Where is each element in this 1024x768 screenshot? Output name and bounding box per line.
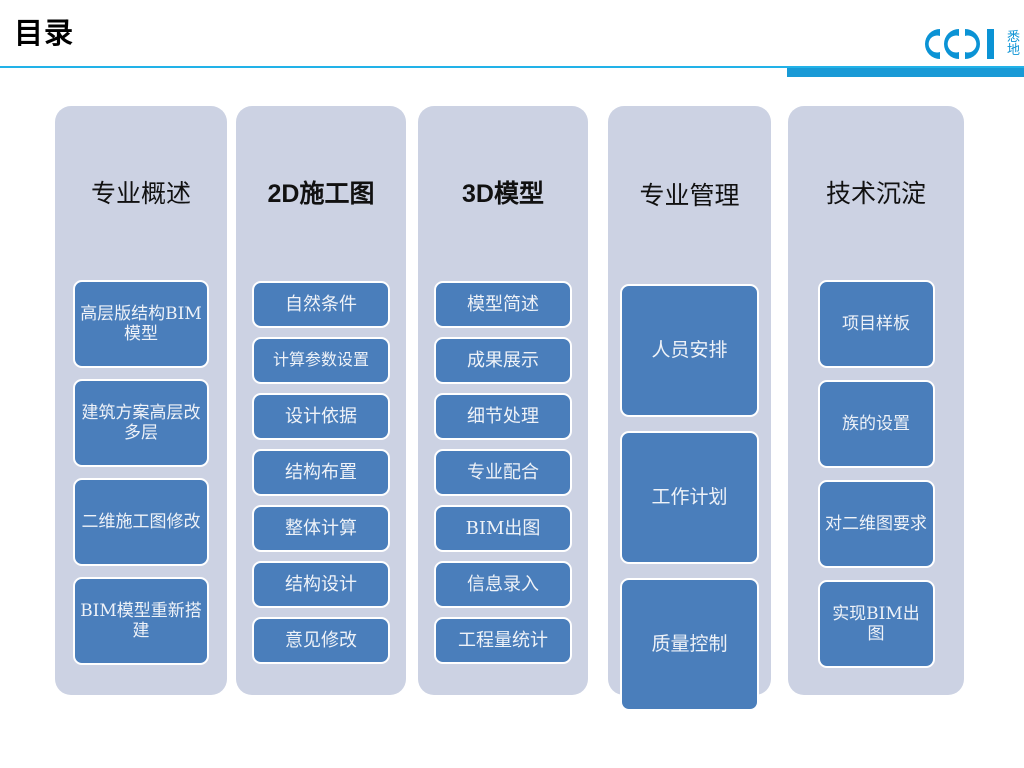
agenda-item[interactable]: 意见修改 <box>252 617 390 664</box>
agenda-column-3d-model: 3D模型 模型简述 成果展示 细节处理 专业配合 BIM出图 信息录入 工程量统… <box>418 106 588 695</box>
agenda-item[interactable]: 族的设置 <box>817 380 935 468</box>
column-items: 人员安排 工作计划 质量控制 <box>608 284 771 711</box>
agenda-column-professional-overview: 专业概述 高层版结构BIM模型 建筑方案高层改多层 二维施工图修改 BIM模型重… <box>55 106 227 695</box>
column-title: 专业管理 <box>639 181 740 210</box>
agenda-item[interactable]: 二维施工图修改 <box>73 478 209 566</box>
agenda-item[interactable]: 质量控制 <box>620 578 759 711</box>
agenda-columns: 专业概述 高层版结构BIM模型 建筑方案高层改多层 二维施工图修改 BIM模型重… <box>0 106 1024 711</box>
agenda-item[interactable]: BIM出图 <box>434 505 572 552</box>
agenda-item[interactable]: 对二维图要求 <box>817 480 935 568</box>
column-title: 2D施工图 <box>267 180 375 208</box>
agenda-item[interactable]: 信息录入 <box>434 561 572 608</box>
logo-chinese-text: 悉 地 <box>1007 31 1020 57</box>
column-title: 专业概述 <box>90 179 191 208</box>
agenda-item[interactable]: 实现BIM出图 <box>817 580 935 668</box>
column-title: 3D模型 <box>462 180 544 208</box>
agenda-item[interactable]: 建筑方案高层改多层 <box>73 379 209 467</box>
brand-logo: 悉 地 <box>921 22 1020 66</box>
logo-cn-line-1: 悉 <box>1006 30 1020 45</box>
agenda-item[interactable]: 设计依据 <box>252 393 390 440</box>
slide-header: 目录 悉 地 <box>0 0 1024 78</box>
agenda-item[interactable]: 专业配合 <box>434 449 572 496</box>
column-items: 自然条件 计算参数设置 设计依据 结构布置 整体计算 结构设计 意见修改 <box>236 281 406 664</box>
header-divider-rule <box>0 66 1024 68</box>
agenda-item[interactable]: BIM模型重新搭建 <box>73 577 209 665</box>
agenda-item[interactable]: 工作计划 <box>620 431 759 564</box>
column-items: 模型简述 成果展示 细节处理 专业配合 BIM出图 信息录入 工程量统计 <box>418 281 588 664</box>
column-title: 技术沉淀 <box>825 179 926 208</box>
column-items: 高层版结构BIM模型 建筑方案高层改多层 二维施工图修改 BIM模型重新搭建 <box>55 280 227 665</box>
agenda-item[interactable]: 结构布置 <box>252 449 390 496</box>
agenda-item[interactable]: 自然条件 <box>252 281 390 328</box>
agenda-item[interactable]: 人员安排 <box>620 284 759 417</box>
agenda-item[interactable]: 成果展示 <box>434 337 572 384</box>
agenda-item[interactable]: 计算参数设置 <box>252 337 390 384</box>
agenda-item[interactable]: 工程量统计 <box>434 617 572 664</box>
ccdi-logo-icon <box>924 29 994 59</box>
agenda-column-professional-management: 专业管理 人员安排 工作计划 质量控制 <box>608 106 771 711</box>
page-title: 目录 <box>14 18 75 50</box>
agenda-item[interactable]: 模型简述 <box>434 281 572 328</box>
agenda-item[interactable]: 项目样板 <box>817 280 935 368</box>
logo-cn-line-2: 地 <box>1006 43 1020 58</box>
agenda-item[interactable]: 整体计算 <box>252 505 390 552</box>
agenda-item[interactable]: 结构设计 <box>252 561 390 608</box>
agenda-column-2d-drawings: 2D施工图 自然条件 计算参数设置 设计依据 结构布置 整体计算 结构设计 意见… <box>236 106 406 695</box>
header-accent-bar <box>787 68 1024 77</box>
agenda-item[interactable]: 高层版结构BIM模型 <box>73 280 209 368</box>
agenda-column-technical-accumulation: 技术沉淀 项目样板 族的设置 对二维图要求 实现BIM出图 <box>788 106 964 695</box>
agenda-item[interactable]: 细节处理 <box>434 393 572 440</box>
column-items: 项目样板 族的设置 对二维图要求 实现BIM出图 <box>788 280 964 668</box>
